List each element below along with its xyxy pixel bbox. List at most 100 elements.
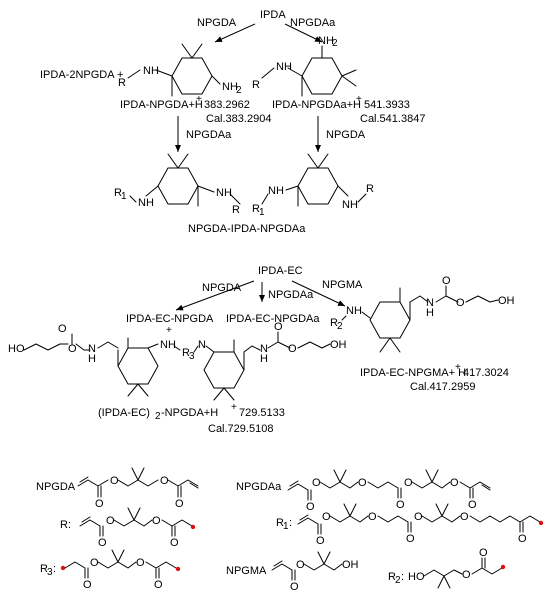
legend-npgma-label: NPGMA xyxy=(226,565,267,577)
dimer-ion-plus: + xyxy=(231,402,237,413)
nh2-sub: 2 xyxy=(236,85,242,96)
dimer-ion-a: (IPDA-EC) xyxy=(98,407,150,419)
o-ester-npgma: O xyxy=(456,297,465,309)
legend-r2-sub: 2 xyxy=(395,575,401,586)
legend-npgda-label: NPGDA xyxy=(36,481,76,493)
legend-r-label: R: xyxy=(60,519,71,531)
r1-o2: O xyxy=(322,511,331,523)
r3-o4: O xyxy=(154,579,163,591)
npgda-structure: O O O O xyxy=(77,467,199,510)
ipda-npgda-cal: Cal.383.2904 xyxy=(206,113,271,125)
ipda-npgda-mz: 383.2962 xyxy=(204,99,250,111)
npgdaa-o4: O xyxy=(396,499,405,511)
r1-o3: O xyxy=(368,511,377,523)
nh-atom-2: NH xyxy=(216,187,232,199)
r-atom-2: R xyxy=(232,204,240,216)
legend-r3-sub: 3 xyxy=(47,567,53,578)
scheme-2: IPDA-EC NPGDA NPGDAa NPGMA IPDA-EC-NPGDA… xyxy=(8,265,515,435)
nh-npgma: NH xyxy=(346,305,362,317)
n-carbamate-left: N xyxy=(88,343,96,355)
nh-npgma-h: H xyxy=(426,307,434,319)
arrow-ec-left xyxy=(175,280,255,311)
nh-atom-4: NH xyxy=(268,185,284,197)
right-r-atom: R xyxy=(252,79,260,91)
legend-r3-label: R xyxy=(40,563,48,575)
npgdaa-o2: O xyxy=(312,477,321,489)
ipda-ec-label: IPDA-EC xyxy=(258,265,303,277)
r-o4: O xyxy=(170,537,179,549)
npgdaa-o7: O xyxy=(468,499,477,511)
ipda-npgda-plus: + xyxy=(196,94,202,105)
nh2-atom: NH xyxy=(222,81,238,93)
structure-legend: NPGDA O O O O NPGDAa O O xyxy=(36,467,544,593)
npgma-cal: Cal.417.2959 xyxy=(410,381,475,393)
r-o2: O xyxy=(106,515,115,527)
ipda-ec-npgma-structure: R 2 NH N H O O OH xyxy=(330,275,515,353)
reagent-npgdaa: NPGDAa xyxy=(290,17,336,29)
n-carbamate-right: N xyxy=(260,343,268,355)
npgda-ipda-npgdaa-structure-left: NH R NH R 1 xyxy=(114,153,241,216)
dimer-mz: 729.5133 xyxy=(239,407,285,419)
reagent-ec-npgma: NPGMA xyxy=(322,279,363,291)
r3-sub: 3 xyxy=(189,351,195,362)
ipda-npgdaa-structure: NH 2 NH R xyxy=(252,35,357,97)
right-nh-atom: NH xyxy=(276,61,292,73)
legend-r2-colon: : xyxy=(401,571,404,583)
r1-o6: O xyxy=(460,511,469,523)
r1-o1: O xyxy=(316,535,325,547)
arrow-ipda-left xyxy=(214,23,256,43)
legend-npgdaa-label: NPGDAa xyxy=(236,481,282,493)
npgma-ion-plus: + xyxy=(455,362,461,373)
ipda-ec-npgda-label: IPDA-EC-NPGDA xyxy=(126,313,214,325)
arrow-ipda-right xyxy=(284,23,323,43)
o-carbonyl-right: O xyxy=(274,321,283,333)
side-product-label: IPDA-2NPGDA + xyxy=(40,69,123,81)
npgdaa-o1: O xyxy=(306,501,315,513)
npgma-o2: O xyxy=(296,559,305,571)
r3-o2: O xyxy=(90,557,99,569)
r1-o4: O xyxy=(406,533,415,545)
npgdaa-o5: O xyxy=(404,477,413,489)
ipda-npgdaa-plus: + xyxy=(356,94,362,105)
o-ester-left: O xyxy=(68,343,77,355)
r1-atom: R xyxy=(114,187,122,199)
reagent-ec-npgda: NPGDA xyxy=(202,282,242,294)
r2-atom: R xyxy=(330,317,338,329)
top-nh2-sub: 2 xyxy=(332,38,338,49)
ipda-label: IPDA xyxy=(260,9,286,21)
o-ester-right: O xyxy=(288,343,297,355)
nh-center-left: NH xyxy=(160,339,176,351)
r3-o3: O xyxy=(136,557,145,569)
ipda-npgda-ion: IPDA-NPGDA+H xyxy=(120,99,203,111)
legend-r3-colon: : xyxy=(53,563,56,575)
n-center-right: N xyxy=(198,339,206,351)
npgda-o3: O xyxy=(160,475,169,487)
r1-sub-2: 1 xyxy=(259,207,265,218)
o-carbonyl-npgma: O xyxy=(442,275,451,287)
r2-ho: HO xyxy=(408,571,425,583)
dimer-ion-c: -NPGDA+H xyxy=(161,407,218,419)
top-nh2-atom: NH xyxy=(318,35,334,47)
r1-o7: O xyxy=(518,533,527,545)
r1-sub: 1 xyxy=(121,191,127,202)
r-o3: O xyxy=(152,515,161,527)
oh-right: OH xyxy=(330,339,347,351)
ho-left: HO xyxy=(8,343,25,355)
dimer-structure: HO O O H N NH R 3 N xyxy=(8,321,347,401)
r1-atom-2: R xyxy=(252,203,260,215)
npgma-mz: 417.3024 xyxy=(463,367,509,379)
r2-sub: 2 xyxy=(337,321,343,332)
r3-structure: O O O O xyxy=(60,549,181,591)
r2-attach-dot xyxy=(500,564,506,570)
npgma-o1: O xyxy=(290,581,299,593)
npgdaa-o3: O xyxy=(358,477,367,489)
nh-carbamate-right: H xyxy=(260,353,268,365)
npgdaa-o6: O xyxy=(450,477,459,489)
legend-r2-label: R xyxy=(388,571,396,583)
r3-o1: O xyxy=(83,579,92,591)
r3-attach-dot-left xyxy=(60,565,66,571)
left-down-reagent: NPGDAa xyxy=(186,129,232,141)
r1-structure: O O O O O O O xyxy=(297,503,544,547)
legend-r1-label: R xyxy=(276,517,284,529)
